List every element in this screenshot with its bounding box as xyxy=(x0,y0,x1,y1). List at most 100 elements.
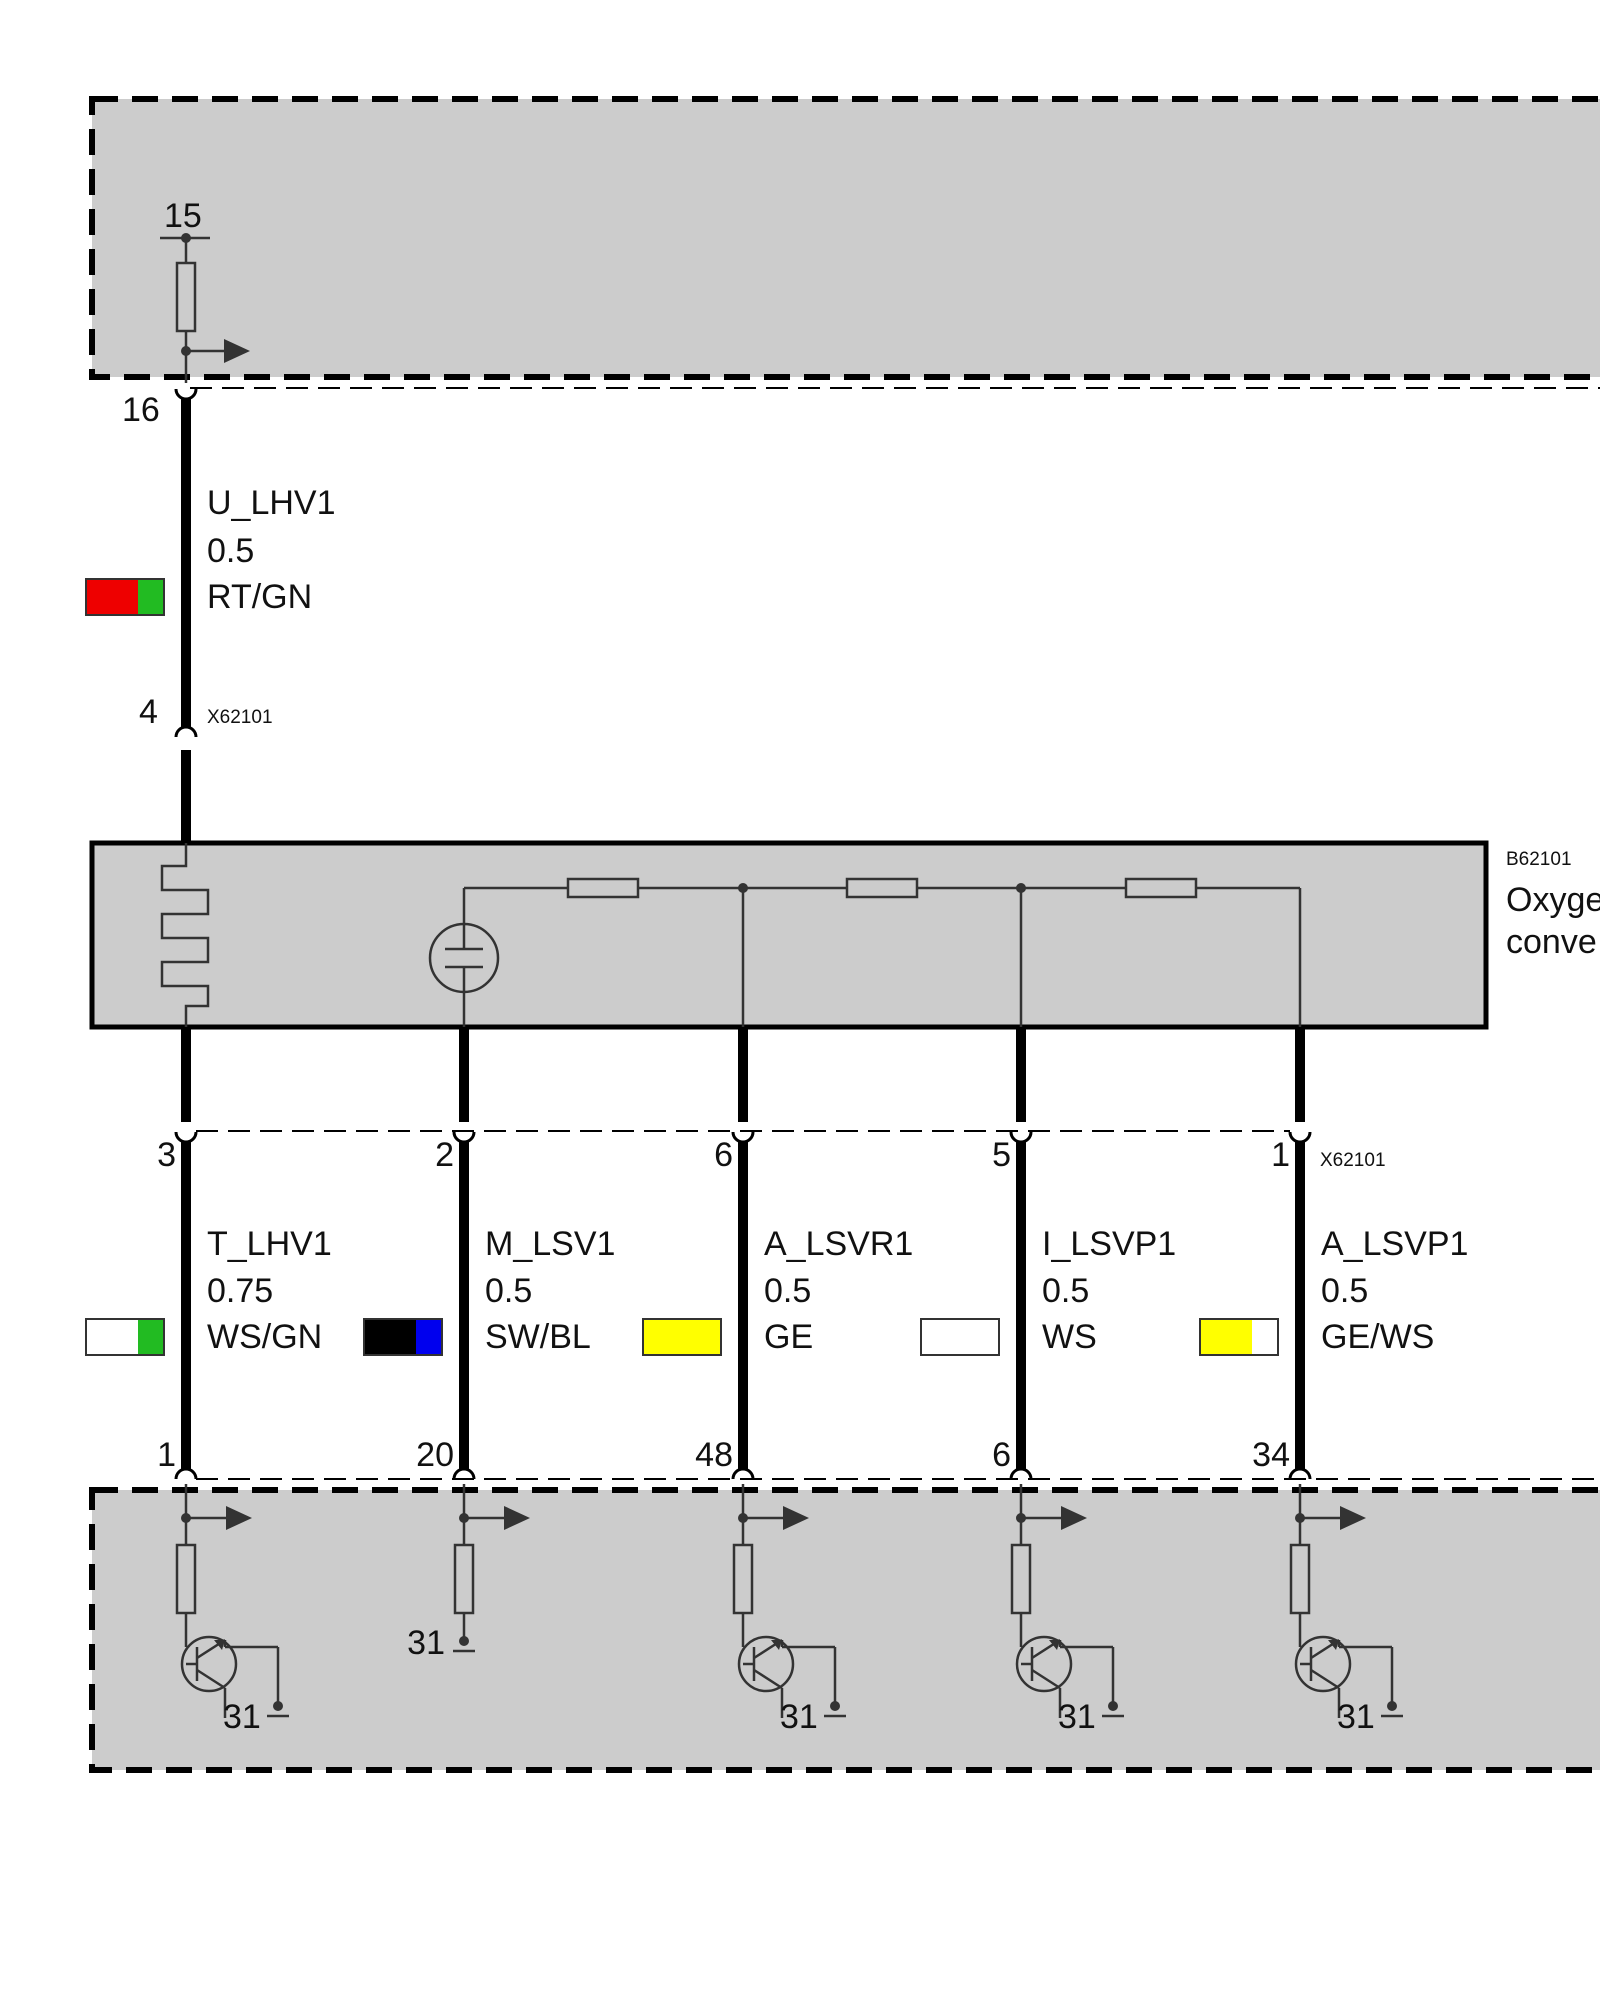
swatch-primary xyxy=(364,1319,416,1355)
ecu-input-circuit xyxy=(175,1484,289,1718)
sensor-name-line2: conve xyxy=(1506,923,1597,961)
circuit-node xyxy=(1016,1513,1026,1523)
wire-gauge: 0.75 xyxy=(207,1272,273,1310)
pullup-resistor xyxy=(1010,1543,1032,1615)
connector-socket xyxy=(731,1131,755,1144)
heater-wire-color-swatch xyxy=(85,578,165,616)
swatch-stripe xyxy=(138,1319,164,1355)
wire-column: 2 20 M_LSV1 0.5SW/BL 31 xyxy=(363,1131,615,1662)
pullup-resistor xyxy=(175,1543,197,1615)
swatch-border xyxy=(642,1318,722,1356)
swatch-border xyxy=(1199,1318,1279,1356)
wire-color-swatch xyxy=(1199,1318,1279,1356)
transistor-icon xyxy=(1015,1635,1073,1693)
circuit-node xyxy=(181,1513,191,1523)
connector-pin-label: 2 xyxy=(435,1136,454,1174)
ground-node xyxy=(459,1636,469,1646)
wire-color-swatch xyxy=(85,1318,165,1356)
emitter-arrow-icon xyxy=(771,1640,782,1650)
ecu-pin-label: 34 xyxy=(1252,1436,1290,1474)
lower-connector-id: X62101 xyxy=(1320,1150,1386,1171)
emitter-arrow-icon xyxy=(214,1640,225,1650)
ecu-pin-socket xyxy=(174,1467,198,1480)
output-arrow-icon xyxy=(224,339,250,363)
connector-pin-label: 5 xyxy=(992,1136,1011,1174)
heater-element xyxy=(160,843,210,1027)
pullup-resistor xyxy=(1289,1543,1311,1615)
circuit-node xyxy=(1295,1513,1305,1523)
signal-arrow-icon xyxy=(1061,1506,1087,1530)
ground-terminal-label: 31 xyxy=(407,1624,445,1662)
sensor-id: B62101 xyxy=(1506,849,1572,870)
swatch-border xyxy=(85,1318,165,1356)
ground-terminal-label: 31 xyxy=(1337,1698,1375,1736)
transistor-icon xyxy=(737,1635,795,1693)
bottom-control-unit-box xyxy=(89,1487,1600,1773)
ecu-pin-socket xyxy=(1288,1467,1312,1480)
wire-color-code: SW/BL xyxy=(485,1318,591,1356)
connector-pin-label: 3 xyxy=(157,1136,176,1174)
oxygen-sensor-box xyxy=(89,840,1489,1030)
pullup-resistor xyxy=(732,1543,754,1615)
upper-connector-pin-label: 4 xyxy=(139,693,158,731)
wire-signal: M_LSV1 xyxy=(485,1225,615,1263)
signal-arrow-icon xyxy=(1340,1506,1366,1530)
ecu-pin-socket xyxy=(452,1467,476,1480)
wire-color-code: GE/WS xyxy=(1321,1318,1434,1356)
swatch-primary xyxy=(86,1319,138,1355)
ecu-input-circuit xyxy=(1010,1484,1124,1718)
ecu-pin-label: 48 xyxy=(695,1436,733,1474)
junction-node xyxy=(738,883,748,893)
ground-node xyxy=(830,1701,840,1711)
ecu-input-circuit xyxy=(1289,1484,1403,1718)
heater-wire-color-code: RT/GN xyxy=(207,578,312,616)
swatch-primary xyxy=(921,1319,999,1355)
pullup-resistor xyxy=(453,1543,475,1615)
swatch-primary xyxy=(1200,1319,1252,1355)
ecu-pin-socket xyxy=(731,1467,755,1480)
signal-arrow-icon xyxy=(504,1506,530,1530)
ecu-pin-label: 1 xyxy=(157,1436,176,1474)
wire-signal: A_LSVR1 xyxy=(764,1225,913,1263)
connector-socket xyxy=(452,1131,476,1144)
wire-color-swatch xyxy=(920,1318,1000,1356)
wire-signal: A_LSVP1 xyxy=(1321,1225,1468,1263)
transistor-emitter xyxy=(1031,1668,1061,1690)
wire-signal: I_LSVP1 xyxy=(1042,1225,1176,1263)
upper-connector-id: X62101 xyxy=(207,707,273,728)
sensor-output-stubs xyxy=(181,1027,1305,1122)
swatch-primary xyxy=(643,1319,721,1355)
wire-color-swatch xyxy=(642,1318,722,1356)
wire-columns: 31T_LHV10.75WS/GN31220M_LSV10.5SW/BL3164… xyxy=(85,1131,1468,1736)
transistor-emitter xyxy=(1310,1668,1340,1690)
ecu-pin-label: 20 xyxy=(416,1436,454,1474)
wire-gauge: 0.5 xyxy=(1042,1272,1089,1310)
ground-terminal-label: 31 xyxy=(780,1698,818,1736)
sensor-name-line1: Oxyge xyxy=(1506,881,1600,919)
top-control-unit-box xyxy=(89,96,1600,380)
wire-gauge: 0.5 xyxy=(1321,1272,1368,1310)
circuit-node xyxy=(738,1513,748,1523)
wire-column: 1 34 A_LSVP1 0.5GE/WS 31 xyxy=(1199,1131,1468,1736)
supply-node xyxy=(181,233,191,243)
emitter-arrow-icon xyxy=(1049,1640,1060,1650)
ecu-pin-socket xyxy=(1009,1467,1033,1480)
signal-arrow-icon xyxy=(226,1506,252,1530)
ground-terminal-label: 31 xyxy=(1058,1698,1096,1736)
ecu-pin-label: 6 xyxy=(992,1436,1011,1474)
wire-gauge: 0.5 xyxy=(485,1272,532,1310)
connector-pin-label: 1 xyxy=(1271,1136,1290,1174)
upper-connector-socket xyxy=(174,725,198,738)
wire-gauge: 0.5 xyxy=(764,1272,811,1310)
ground-node xyxy=(1108,1701,1118,1711)
wire-color-code: WS/GN xyxy=(207,1318,322,1356)
top-pin-label: 16 xyxy=(122,391,160,429)
heater-wire-gauge: 0.5 xyxy=(207,532,254,570)
output-node xyxy=(181,346,191,356)
signal-arrow-icon xyxy=(783,1506,809,1530)
connector-socket xyxy=(1009,1131,1033,1144)
